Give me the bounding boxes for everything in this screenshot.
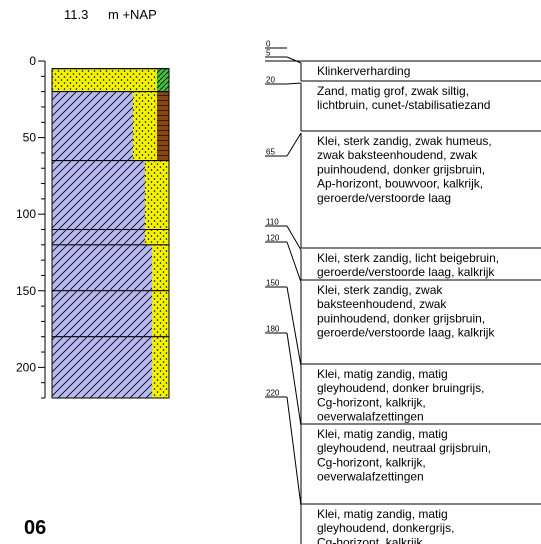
- layer-fill-right: [152, 245, 169, 291]
- description-line: Ap-horizont, bouwvoor, kalkrijk,: [317, 177, 483, 191]
- depth-marker-label: 150: [266, 279, 280, 288]
- connector-line: [287, 287, 301, 366]
- layer-fill-right: [133, 92, 157, 161]
- layer-descriptions: 05 20 65 110 120 150 180 220 KlinkerverhardingZa…: [265, 40, 541, 544]
- connector-line: [287, 83, 301, 84]
- layer-description: Zand, matig grof, zwak siltig,lichtbruin…: [287, 83, 541, 131]
- layer-fill-right: [152, 291, 169, 337]
- soil-layer: [52, 291, 169, 337]
- description-line: zwak baksteenhoudend, zwak: [317, 148, 478, 162]
- depth-marker-label: 20: [266, 76, 275, 85]
- layer-fill-left: [52, 230, 145, 245]
- brown-strip: [157, 92, 169, 161]
- description-line: Cg-horizont, kalkrijk,: [317, 535, 426, 544]
- connector-line: [287, 133, 301, 156]
- layer-description: Klei, sterk zandig, zwak humeus,zwak bak…: [287, 133, 541, 248]
- elevation-unit: m +NAP: [108, 7, 157, 22]
- depth-marker-label: 110: [266, 218, 279, 227]
- depth-marker-label: 65: [266, 148, 275, 157]
- soil-layer: [52, 161, 169, 230]
- description-line: geroerde/verstoorde laag, kalkrijk: [317, 326, 495, 340]
- description-line: Cg-horizont, kalkrijk,: [317, 395, 426, 409]
- layer-fill-left: [52, 337, 152, 398]
- description-line: Zand, matig grof, zwak siltig,: [317, 84, 469, 98]
- soil-layer: [52, 230, 169, 245]
- description-line: Klinkerverharding: [317, 64, 410, 78]
- description-line: Klei, matig zandig, matig: [317, 427, 448, 441]
- description-line: Cg-horizont, kalkrijk,: [317, 455, 426, 469]
- description-line: puinhoudend, donker grijsbruin,: [317, 311, 485, 325]
- description-line: geroerde/verstoorde laag: [317, 191, 451, 205]
- description-line: Klei, matig zandig, matig: [317, 367, 448, 381]
- layer-fill-right: [152, 337, 169, 398]
- description-line: gleyhoudend, donkergrijs,: [317, 521, 454, 535]
- depth-tick-label: 0: [29, 54, 36, 68]
- description-line: baksteenhoudend, zwak: [317, 297, 447, 311]
- depth-marker-label: 220: [266, 389, 280, 398]
- layer-fill-right: [145, 161, 169, 230]
- description-line: oeverwalafzettingen: [317, 410, 424, 424]
- description-line: Klei, sterk zandig, zwak: [317, 283, 443, 297]
- connector-line: [287, 57, 301, 63]
- layer-fill-left: [52, 161, 145, 230]
- root-strip: [157, 92, 169, 161]
- connector-line: [287, 242, 301, 282]
- description-line: Klei, sterk zandig, zwak humeus,: [317, 134, 492, 148]
- layer-fill-left: [52, 92, 133, 161]
- green-patch: [157, 69, 169, 92]
- description-line: Klei, matig zandig, matig: [317, 507, 448, 521]
- depth-axis: 0 50 100 150 200: [16, 54, 45, 398]
- soil-layer: [52, 337, 169, 398]
- soil-layer: [52, 92, 169, 161]
- depth-marker-label: 180: [266, 325, 280, 334]
- depth-tick-label: 150: [16, 284, 36, 298]
- depth-tick-label: 50: [23, 131, 37, 145]
- description-line: puinhoudend, donker grijsbruin,: [317, 162, 485, 176]
- layer-fill-left: [52, 69, 157, 92]
- description-line: lichtbruin, cunet-/stabilisatiezand: [317, 98, 490, 112]
- description-line: gleyhoudend, donker bruingrijs,: [317, 381, 484, 395]
- boring-number: 06: [24, 517, 46, 539]
- layer-description: Klei, sterk zandig, licht beigebruin,ger…: [287, 226, 541, 280]
- description-line: gleyhoudend, neutraal grijsbruin,: [317, 441, 491, 455]
- soil-layer: [52, 69, 169, 92]
- description-line: oeverwalafzettingen: [317, 470, 424, 484]
- soil-column: [52, 69, 169, 398]
- soil-layer: [52, 245, 169, 291]
- depth-tick-label: 200: [16, 360, 36, 374]
- layer-fill-left: [52, 245, 152, 291]
- depth-marker-label: 0: [266, 40, 271, 49]
- depth-marker-label: 120: [266, 234, 280, 243]
- depth-marker-label: 5: [266, 49, 271, 58]
- layer-fill-left: [52, 291, 152, 337]
- depth-tick-label: 100: [16, 207, 36, 221]
- description-line: Klei, sterk zandig, licht beigebruin,: [317, 251, 499, 265]
- elevation-value: 11.3: [64, 7, 88, 22]
- layer-fill-right: [145, 230, 169, 245]
- connector-line: [287, 226, 301, 250]
- description-line: geroerde/verstoorde laag, kalkrijk: [317, 265, 495, 279]
